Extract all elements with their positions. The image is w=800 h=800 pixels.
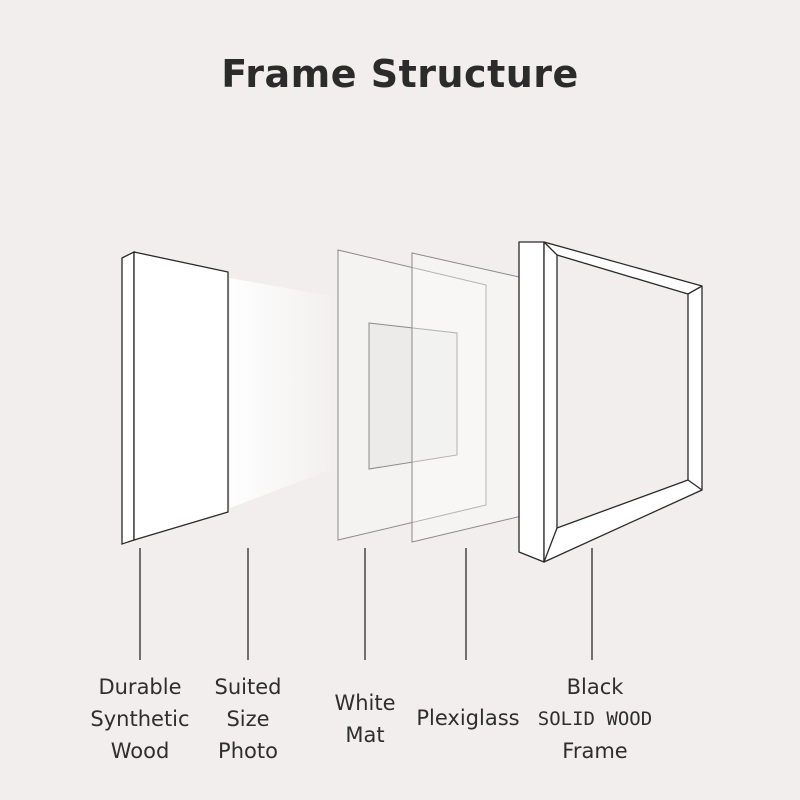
diagram-title: Frame Structure xyxy=(221,52,579,96)
label-backing: Durable Synthetic Wood xyxy=(90,675,190,763)
wood-frame xyxy=(518,241,703,563)
photo-sheet xyxy=(230,278,330,508)
label-plexiglass: Plexiglass xyxy=(416,706,520,730)
label-photo: Suited Size Photo xyxy=(214,675,282,763)
backing-board xyxy=(121,250,229,545)
label-mat: White Mat xyxy=(334,691,396,747)
label-frame: Black SOLID WOOD Frame xyxy=(537,675,653,763)
